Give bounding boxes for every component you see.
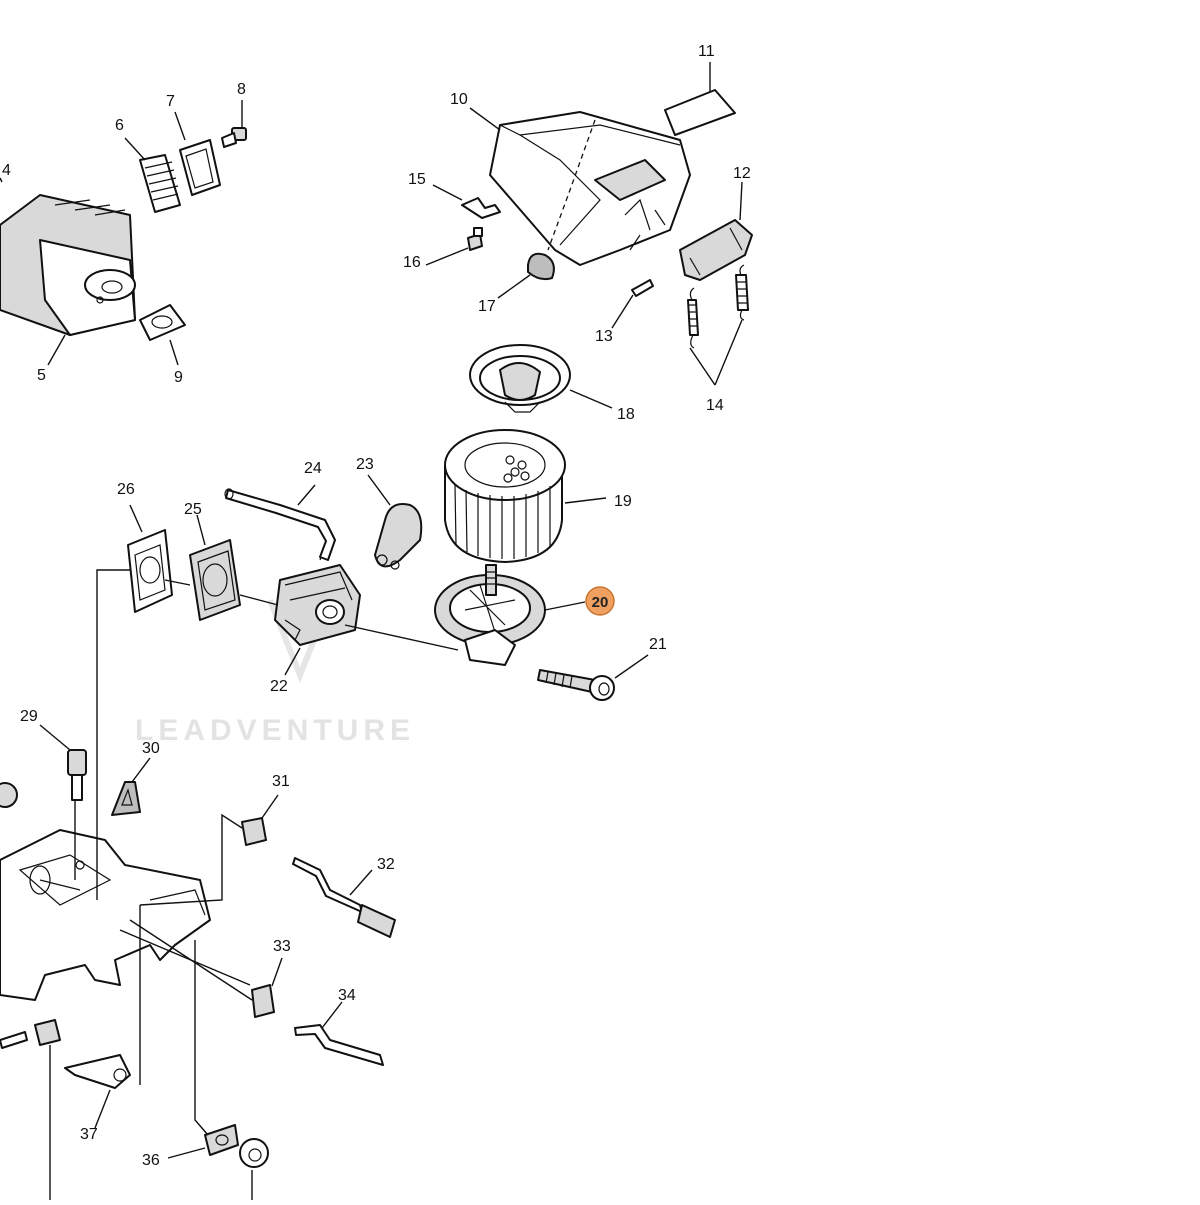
part-5-muffler[interactable] <box>0 194 136 336</box>
callout-23: 23 <box>356 456 374 473</box>
callout-5: 5 <box>37 367 46 384</box>
part-33-bushing[interactable] <box>251 984 275 1018</box>
part-15-bracket[interactable] <box>461 197 501 219</box>
callout-34: 34 <box>338 987 356 1004</box>
part-11-label[interactable] <box>664 89 736 136</box>
callout-15: 15 <box>408 171 426 188</box>
part-9-gasket[interactable] <box>139 304 186 341</box>
part-32-throttle-rod[interactable] <box>292 857 396 938</box>
callout-25: 25 <box>184 501 202 518</box>
callout-6: 6 <box>115 117 124 134</box>
housing-lower[interactable] <box>0 782 211 1001</box>
callout-22: 22 <box>270 678 288 695</box>
callout-19: 19 <box>614 493 632 510</box>
callout-37: 37 <box>80 1126 98 1143</box>
part-24-fuel-hose[interactable] <box>224 488 336 561</box>
part-30-gasket[interactable] <box>111 781 141 816</box>
callout-4: 4 <box>2 162 11 179</box>
callout-17: 17 <box>478 298 496 315</box>
part-21-bolt[interactable] <box>537 669 615 701</box>
part-34-choke-rod[interactable] <box>294 1024 384 1066</box>
callout-12: 12 <box>733 165 751 182</box>
part-25-spacer-flange[interactable] <box>189 539 241 621</box>
callout-30: 30 <box>142 740 160 757</box>
part-13-pin[interactable] <box>631 279 654 297</box>
callout-11: 11 <box>698 43 715 60</box>
callout-leaders <box>0 62 743 1159</box>
part-36-gasket[interactable] <box>204 1124 269 1168</box>
part-29-screw[interactable] <box>67 749 87 801</box>
highlight-badge <box>585 586 615 616</box>
callout-21: 21 <box>649 636 667 653</box>
callout-16: 16 <box>403 254 421 271</box>
watermark-text: LEADVENTURE <box>135 714 415 747</box>
part-19-air-filter[interactable] <box>444 429 566 563</box>
part-20-intake-elbow[interactable] <box>434 564 546 666</box>
part-23-holder[interactable] <box>374 503 423 570</box>
part-12-latch[interactable] <box>679 219 753 281</box>
callout-33: 33 <box>273 938 291 955</box>
part-16-screw[interactable] <box>467 227 483 251</box>
callout-20: 20 <box>592 594 609 611</box>
callout-26: 26 <box>117 481 135 498</box>
part-14-springs[interactable] <box>687 264 749 349</box>
callout-14: 14 <box>706 397 724 414</box>
callout-32: 32 <box>377 856 395 873</box>
callout-36: 36 <box>142 1152 160 1169</box>
part-8-screw[interactable] <box>221 127 247 148</box>
part-37-lever[interactable] <box>0 1019 131 1089</box>
callout-labels: 4 5 6 7 8 9 10 11 12 13 14 15 16 17 18 1… <box>2 43 751 1169</box>
part-17-grommet[interactable] <box>527 252 555 281</box>
callout-29: 29 <box>20 708 38 725</box>
assembly-lines <box>49 569 459 1200</box>
part-26-baffle[interactable] <box>127 529 173 613</box>
part-18-filter-holder[interactable] <box>469 344 571 413</box>
watermark: LEADVENTURE <box>135 598 415 747</box>
callout-9: 9 <box>174 369 183 386</box>
part-22-carburetor[interactable] <box>274 539 361 646</box>
callout-7: 7 <box>166 93 175 110</box>
part-7-cover-plate[interactable] <box>179 139 221 196</box>
callout-8: 8 <box>237 81 246 98</box>
callout-18: 18 <box>617 406 635 423</box>
callout-13: 13 <box>595 328 613 345</box>
part-6-spark-screen[interactable] <box>139 154 181 213</box>
callout-20-highlight[interactable]: 20 <box>585 586 615 616</box>
callout-10: 10 <box>450 91 468 108</box>
part-31-bushing[interactable] <box>241 817 267 846</box>
callout-24: 24 <box>304 460 322 477</box>
callout-31: 31 <box>272 773 290 790</box>
part-10-filter-cover[interactable] <box>489 111 691 266</box>
